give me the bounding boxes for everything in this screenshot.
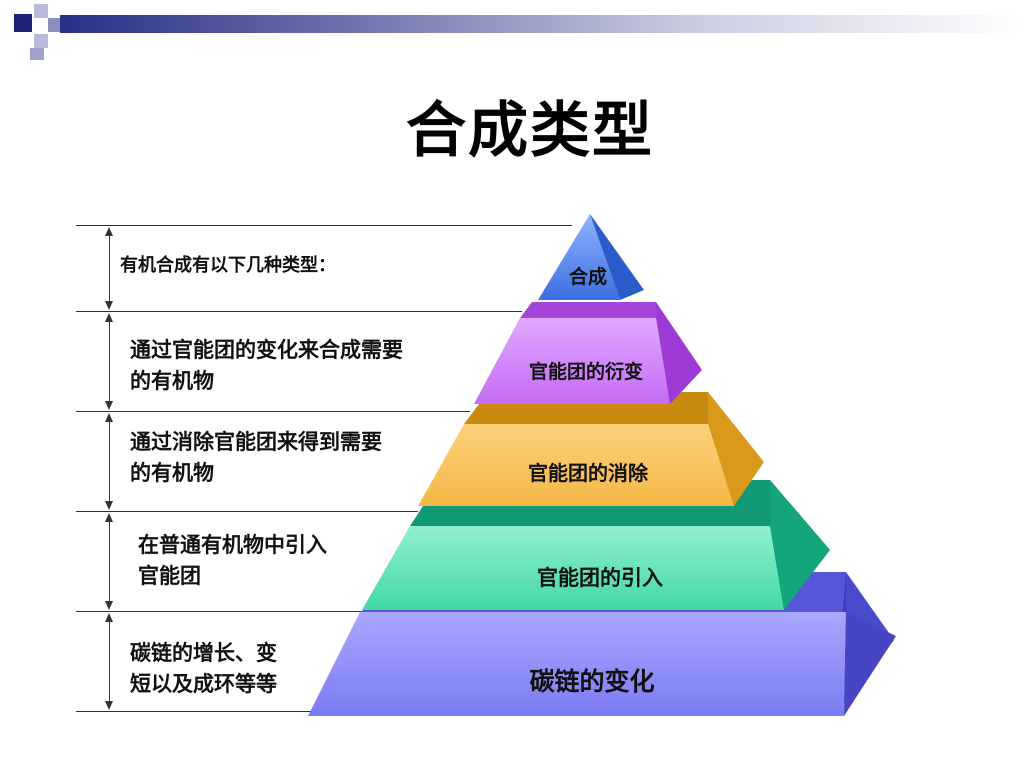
arrow-down-icon bbox=[105, 301, 113, 310]
arrow-down-icon bbox=[105, 501, 113, 510]
pyramid-level-1 bbox=[538, 214, 644, 300]
bracket-line-5 bbox=[76, 611, 366, 612]
level-2-label: 官能团的衍变 bbox=[529, 360, 643, 383]
pyramid-level-2 bbox=[474, 302, 702, 404]
arrow-down-icon bbox=[105, 701, 113, 710]
arrow-down-icon bbox=[105, 401, 113, 410]
level-2-description-line-2: 的有机物 bbox=[130, 369, 214, 393]
arrow-shaft-4 bbox=[109, 515, 110, 607]
pyramid-level-3 bbox=[418, 392, 764, 506]
arrow-up-icon bbox=[105, 613, 113, 622]
arrow-up-icon bbox=[105, 413, 113, 422]
level-4-description: 在普通有机物中引入 官能团 bbox=[138, 530, 327, 592]
level-5-description-line-1: 碳链的增长、变 bbox=[130, 641, 277, 665]
level-5-description-line-2: 短以及成环等等 bbox=[130, 672, 277, 696]
arrow-up-icon bbox=[105, 227, 113, 236]
corner-square-light-2 bbox=[34, 34, 48, 48]
bracket-line-3 bbox=[76, 411, 470, 412]
level-5-label: 碳链的变化 bbox=[529, 667, 654, 696]
arrow-shaft-3 bbox=[109, 415, 110, 507]
corner-square-light bbox=[34, 4, 48, 18]
level-2-description: 通过官能团的变化来合成需要 的有机物 bbox=[130, 335, 403, 397]
bracket-line-4 bbox=[76, 511, 418, 512]
bracket-line-6 bbox=[76, 711, 312, 712]
arrow-up-icon bbox=[105, 313, 113, 322]
arrow-down-icon bbox=[105, 601, 113, 610]
arrow-shaft-5 bbox=[109, 615, 110, 707]
arrow-up-icon bbox=[105, 513, 113, 522]
level-2-description-line-1: 通过官能团的变化来合成需要 bbox=[130, 338, 403, 362]
level-3-description-line-2: 的有机物 bbox=[130, 461, 214, 485]
level-4-label: 官能团的引入 bbox=[537, 566, 663, 590]
level-3-label: 官能团的消除 bbox=[528, 461, 649, 485]
corner-square-mid bbox=[48, 18, 60, 32]
corner-square-dark bbox=[14, 14, 32, 32]
level-3-description-line-1: 通过消除官能团来得到需要 bbox=[130, 430, 382, 454]
bracket-line-2 bbox=[76, 311, 522, 312]
intro-text: 有机合成有以下几种类型： bbox=[120, 255, 336, 276]
bracket-line-1 bbox=[76, 225, 572, 226]
arrow-shaft-2 bbox=[109, 315, 110, 407]
page-title: 合成类型 bbox=[406, 96, 654, 166]
arrow-shaft-1 bbox=[109, 229, 110, 307]
level-4-description-line-2: 官能团 bbox=[138, 564, 201, 588]
level-4-description-line-1: 在普通有机物中引入 bbox=[138, 533, 327, 557]
corner-square-small bbox=[30, 48, 44, 60]
level-3-description: 通过消除官能团来得到需要 的有机物 bbox=[130, 427, 382, 489]
level-1-label: 合成 bbox=[569, 265, 607, 288]
level-5-description: 碳链的增长、变 短以及成环等等 bbox=[130, 638, 277, 700]
header-banner bbox=[60, 15, 1024, 33]
